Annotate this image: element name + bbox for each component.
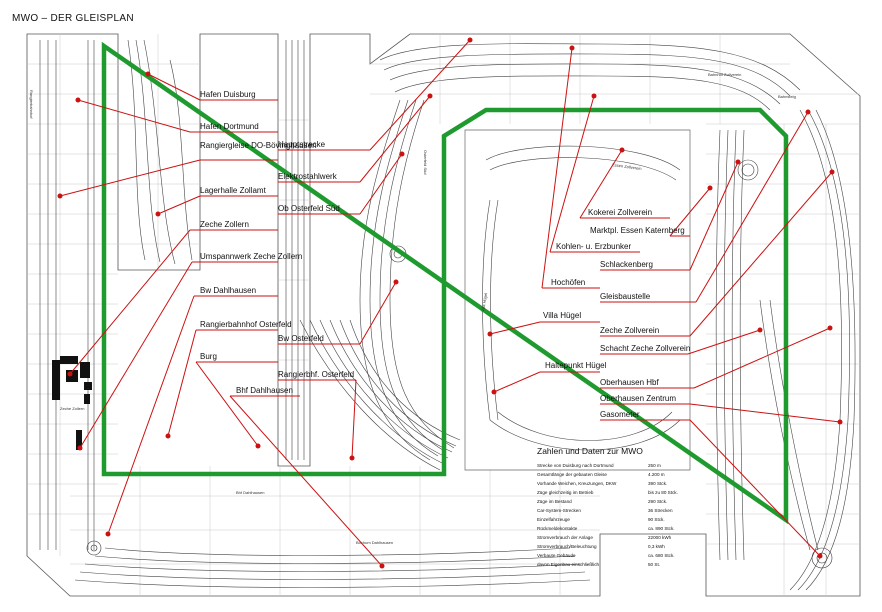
label-oberhausen-zentrum: Oberhausen Zentrum (600, 394, 676, 403)
stat-label: davon Eigenbau einschließlich (537, 562, 600, 567)
board-label: Bahnhof Zollverein (708, 72, 741, 77)
stat-value: ca. 890 Stck. (648, 526, 675, 531)
label-villa-huegel: Villa Hügel (543, 311, 581, 320)
board-label: Essen Zollverein (612, 162, 642, 171)
label-zeche-zollverein: Zeche Zollverein (600, 326, 659, 335)
label-rangierbhf-osterfeld: Rangierbhf. Osterfeld (278, 370, 354, 379)
label-hafen-dortmund: Hafen Dortmund (200, 122, 259, 131)
stat-value: 22000 kWh (648, 535, 672, 540)
label-hochoefen: Hochöfen (551, 278, 585, 287)
stat-value: 390 Stck. (648, 481, 667, 486)
label-hafen-duisburg: Hafen Duisburg (200, 90, 256, 99)
stat-label: Rückmeldekontakte (537, 526, 578, 531)
label-oberhausen-hbf: Oberhausen Hbf (600, 378, 659, 387)
stat-label: Car-System-Strecken (537, 508, 581, 513)
stat-value: 90 Stck. (648, 517, 665, 522)
diagram-title: MWO – DER GLEISPLAN (12, 13, 134, 24)
inner-baseboard (464, 129, 691, 471)
stat-label: Einzelfahrzeuge (537, 517, 570, 522)
label-hauptstrecke: Hauptstrecke (278, 140, 326, 149)
label-bw-dahlhausen: Bw Dahlhausen (200, 286, 256, 295)
leader-dots (57, 37, 843, 569)
stat-value: 290 Stck. (648, 499, 667, 504)
board-label: Osterfeld Süd (423, 150, 428, 174)
label-elektrostahlwerk: Elektrostahlwerk (278, 172, 338, 181)
track-work (39, 39, 856, 591)
stat-value: 4.200 m (648, 472, 665, 477)
label-line: Rangiergleise DO-Bövinghausen (200, 141, 317, 150)
stat-value: 0,3 kWh (648, 544, 665, 549)
turntables (86, 245, 833, 569)
stat-value: 36 Strecken (648, 508, 673, 513)
board-label: Bahnsteig (778, 94, 796, 99)
stat-value: 50 St. (648, 562, 660, 567)
board-label: Rangierbahnhof (29, 90, 34, 119)
label-burg: Burg (200, 352, 217, 361)
label-umspannwerk: Umspannwerk Zeche Zollern (200, 252, 302, 261)
board-label: Zeche Zollern (60, 406, 84, 411)
stats-title: Zahlen und Daten zur MWO (537, 446, 643, 456)
label-marktplatz: Marktpl. Essen Katernberg (590, 226, 685, 235)
stat-label: Verbaute Gebäude (537, 553, 576, 558)
label-haltepunkt-huegel: Haltepunkt Hügel (545, 361, 607, 370)
label-bhf-dahlhausen: Bhf Dahlhausen (236, 386, 293, 395)
board-label: Bochum Dahlhausen (356, 540, 393, 545)
label-bw-osterfeld: Bw Osterfeld (278, 334, 324, 343)
label-kokerei-zollverein: Kokerei Zollverein (588, 208, 652, 217)
leader-lines (59, 39, 841, 567)
label-rangierbahnhof-osterfeld: Rangierbahnhof Osterfeld (200, 320, 292, 329)
place-labels: Hafen Duisburg Hafen Dortmund Hauptstrec… (200, 90, 690, 419)
board-labels: Osterfeld Süd Essen Zollverein Villa Hüg… (29, 72, 796, 545)
board-label: Bhf Dahlhausen (236, 490, 264, 495)
label-lagerhalle-zollamt: Lagerhalle Zollamt (200, 186, 267, 195)
stat-label: Stromverbrauch/Beleuchtung (537, 544, 597, 549)
stat-label: Stromverbrauch der Anlage (537, 535, 593, 540)
stat-label: Strecke von Duisburg nach Dortmund (537, 463, 614, 468)
label-gasometer: Gasometer (600, 410, 640, 419)
stat-label: Gesamtlänge der gebauten Gleise (537, 472, 607, 477)
green-loop (101, 41, 789, 525)
stat-value: bis zu 80 Stck. (648, 490, 678, 495)
stat-label: Züge im Bestand (537, 499, 572, 504)
label-gleisbaustelle: Gleisbaustelle (600, 292, 651, 301)
label-schlackenberg: Schlackenberg (600, 260, 653, 269)
label-ob-osterfeld-sued: Ob Osterfeld Süd (278, 204, 340, 213)
stat-value: 250 m (648, 463, 661, 468)
stat-value: ca. 680 Stck. (648, 553, 675, 558)
label-schacht-zollverein: Schacht Zeche Zollverein (600, 344, 690, 353)
board-label: Villa Hügel (480, 292, 488, 312)
label-kohlenbunker: Kohlen- u. Erzbunker (556, 242, 631, 251)
label-zeche-zollern: Zeche Zollern (200, 220, 249, 229)
stats-table: Zahlen und Daten zur MWO Strecke von Dui… (537, 446, 678, 567)
label-rangiergleise: Rangiergleise DO-Bövinghausen (200, 141, 317, 150)
stat-label: Züge gleichzeitig im Betrieb (537, 490, 594, 495)
stat-label: Vorhande Weichen, Kreuzungen, DKW (537, 481, 617, 486)
